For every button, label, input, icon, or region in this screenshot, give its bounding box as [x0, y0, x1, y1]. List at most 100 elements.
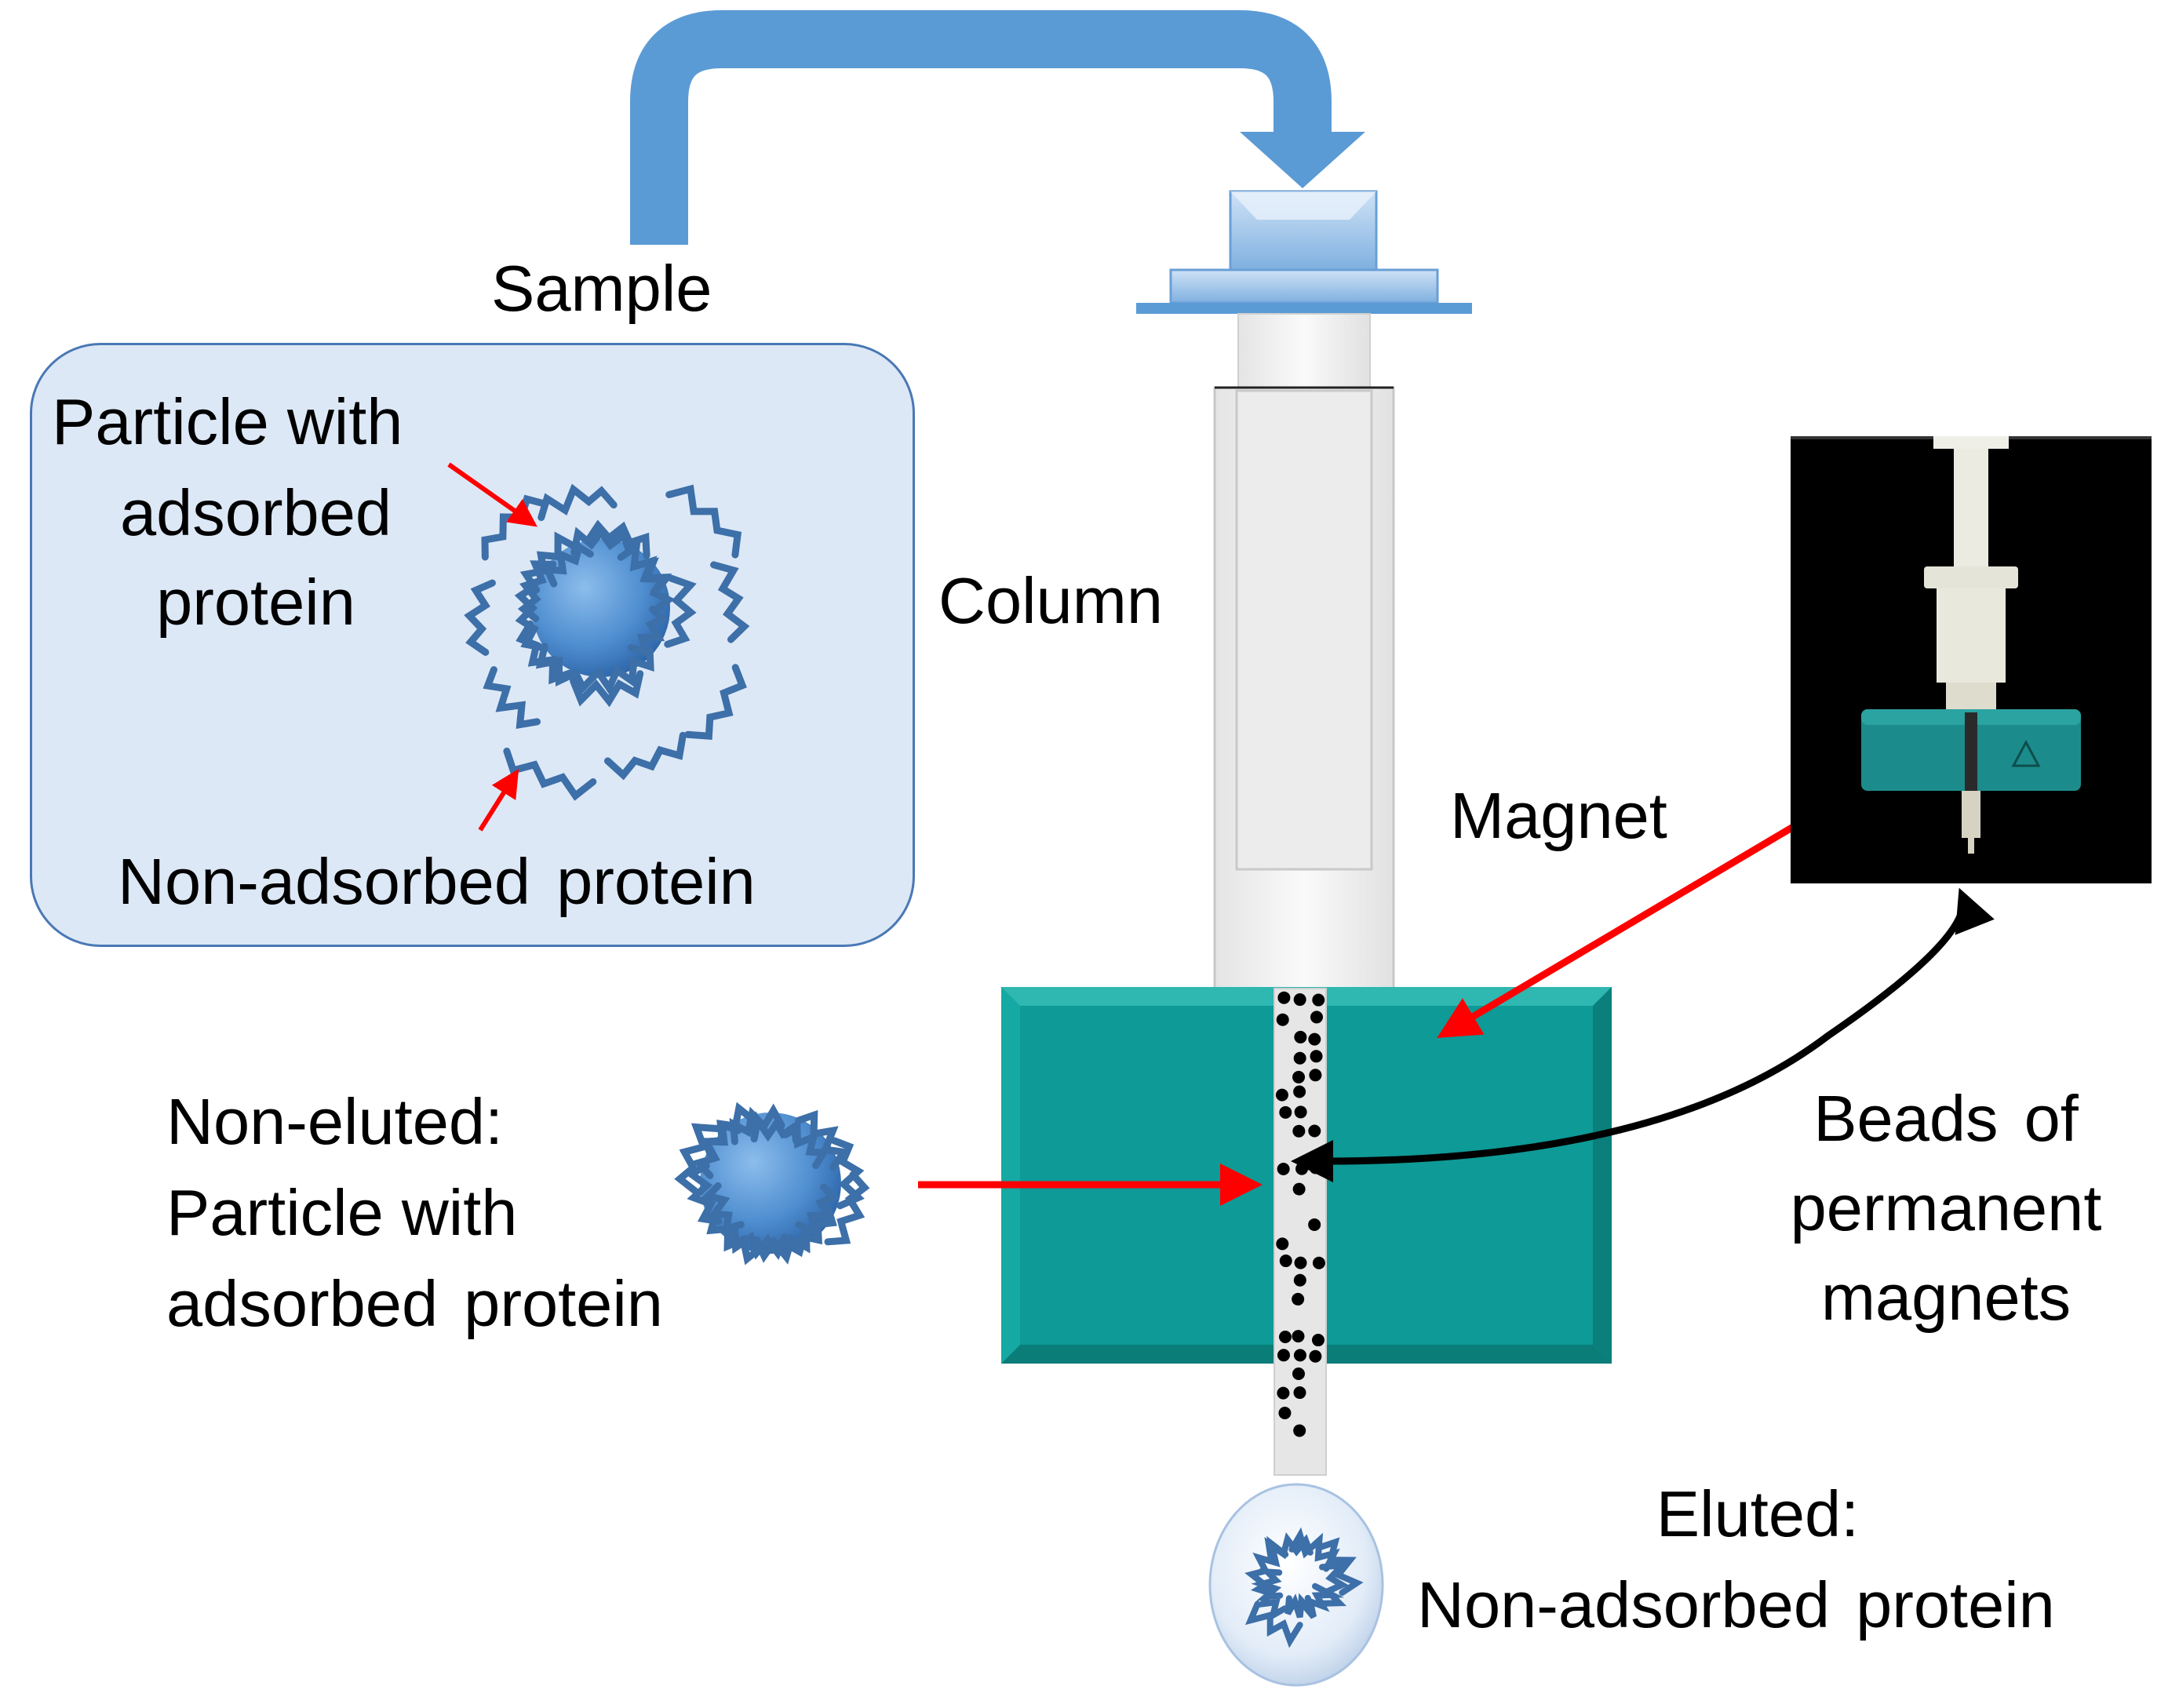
label-inset-non-adsorbed: Non-adsorbed protein	[118, 845, 756, 918]
protein-strand	[464, 579, 496, 656]
eluted-droplet	[1208, 1483, 1384, 1687]
protein-strand	[514, 583, 547, 651]
bead	[1278, 1331, 1292, 1344]
bead	[1292, 1367, 1305, 1381]
bead	[1310, 1050, 1323, 1063]
protein-strand	[1284, 1593, 1315, 1619]
inset-particle	[464, 483, 750, 801]
protein-strand	[706, 1211, 765, 1266]
pointer-particle-with-protein	[447, 462, 537, 527]
protein-strand	[830, 1137, 865, 1210]
protein-strand	[684, 1162, 723, 1225]
protein-strand	[604, 731, 687, 781]
protein-strand	[782, 1205, 837, 1258]
label-non-eluted-line-2: Particle with	[166, 1176, 518, 1249]
bead	[1277, 991, 1291, 1004]
protein-strand	[1250, 1579, 1288, 1622]
label-beads-line-3: magnets	[1820, 1261, 2072, 1334]
bead	[1312, 1256, 1325, 1269]
protein-strand	[1244, 1601, 1303, 1648]
magnetic-separator-photo	[1791, 436, 2152, 883]
bead	[1308, 1032, 1321, 1046]
protein-strand	[664, 574, 697, 648]
label-eluted-line-2: Non-adsorbed protein	[1417, 1568, 2055, 1641]
bead	[1293, 1424, 1306, 1437]
protein-strand	[503, 747, 597, 801]
bead	[1295, 1162, 1309, 1175]
non-eluted-particle	[674, 1102, 870, 1266]
bead	[1293, 1273, 1306, 1287]
bead	[1309, 1161, 1322, 1174]
bead-channel	[1274, 988, 1327, 1476]
bead	[1294, 1105, 1307, 1119]
pointer-non-adsorbed	[478, 768, 519, 832]
label-non-eluted-line-3: adsorbed protein	[166, 1267, 663, 1340]
label-magnet: Magnet	[1450, 779, 1667, 852]
protein-strand	[710, 561, 750, 643]
protein-strand	[824, 1171, 870, 1246]
protein-strand	[1315, 1537, 1364, 1596]
bead	[1278, 1407, 1292, 1420]
bead	[1292, 1330, 1305, 1343]
protein-strand	[570, 670, 644, 708]
bead	[1293, 1386, 1306, 1400]
bead	[1276, 1237, 1289, 1251]
label-non-eluted-line-1: Non-eluted:	[166, 1085, 504, 1158]
bead	[1310, 1011, 1323, 1024]
label-inset-particle-line-1: Particle with	[52, 385, 403, 458]
protein-strand	[594, 647, 654, 696]
column-cap	[1136, 190, 1472, 314]
bead	[1275, 1088, 1288, 1102]
bead	[1312, 993, 1325, 1007]
label-column: Column	[938, 564, 1164, 637]
bead	[1292, 1292, 1305, 1306]
protein-strand	[483, 666, 541, 730]
sample-arrow	[630, 10, 1365, 245]
protein-strand	[701, 1182, 745, 1234]
protein-strand	[665, 484, 742, 559]
bead	[1293, 1349, 1306, 1362]
protein-strand	[537, 483, 618, 522]
bead	[1294, 1256, 1307, 1269]
bead	[1276, 1013, 1289, 1026]
bead	[1293, 1085, 1306, 1098]
bead	[1308, 1124, 1321, 1138]
bead	[1311, 1334, 1325, 1347]
protein-strand	[541, 541, 594, 588]
bead	[1277, 1162, 1290, 1175]
protein-strand	[701, 1102, 759, 1160]
protein-strand	[1264, 1532, 1314, 1564]
bead	[1294, 1030, 1307, 1043]
protein-strand	[519, 531, 579, 594]
magnetic-separator-photo-icon	[1791, 436, 2152, 883]
label-inset-particle-line-2: adsorbed	[119, 476, 392, 549]
protein-strand	[481, 494, 549, 561]
protein-strand	[752, 1225, 811, 1265]
protein-strand	[517, 560, 557, 622]
bead	[1277, 1386, 1290, 1400]
bead	[1292, 1070, 1306, 1083]
bead	[1292, 1182, 1306, 1196]
label-sample: Sample	[491, 252, 712, 325]
bead	[1277, 1349, 1290, 1362]
protein-strand	[684, 664, 747, 741]
bead	[1293, 1051, 1306, 1065]
bead	[1279, 1255, 1292, 1268]
label-beads-line-1: Beads of	[1813, 1082, 2079, 1155]
label-eluted-line-1: Eluted:	[1656, 1477, 1860, 1550]
protein-strand	[516, 620, 574, 685]
protein-strand	[674, 1123, 721, 1195]
bead	[1308, 1218, 1321, 1231]
protein-strand	[729, 1103, 785, 1145]
bead	[1279, 1105, 1292, 1119]
protein-strand	[633, 557, 676, 614]
bead	[1309, 1349, 1322, 1363]
bead	[1293, 993, 1306, 1007]
bead	[1309, 1069, 1322, 1082]
protein-strand	[1319, 1561, 1350, 1607]
column-body	[1213, 313, 1395, 993]
label-inset-particle-line-3: protein	[156, 566, 355, 639]
pointer-beads	[1291, 887, 1995, 1182]
